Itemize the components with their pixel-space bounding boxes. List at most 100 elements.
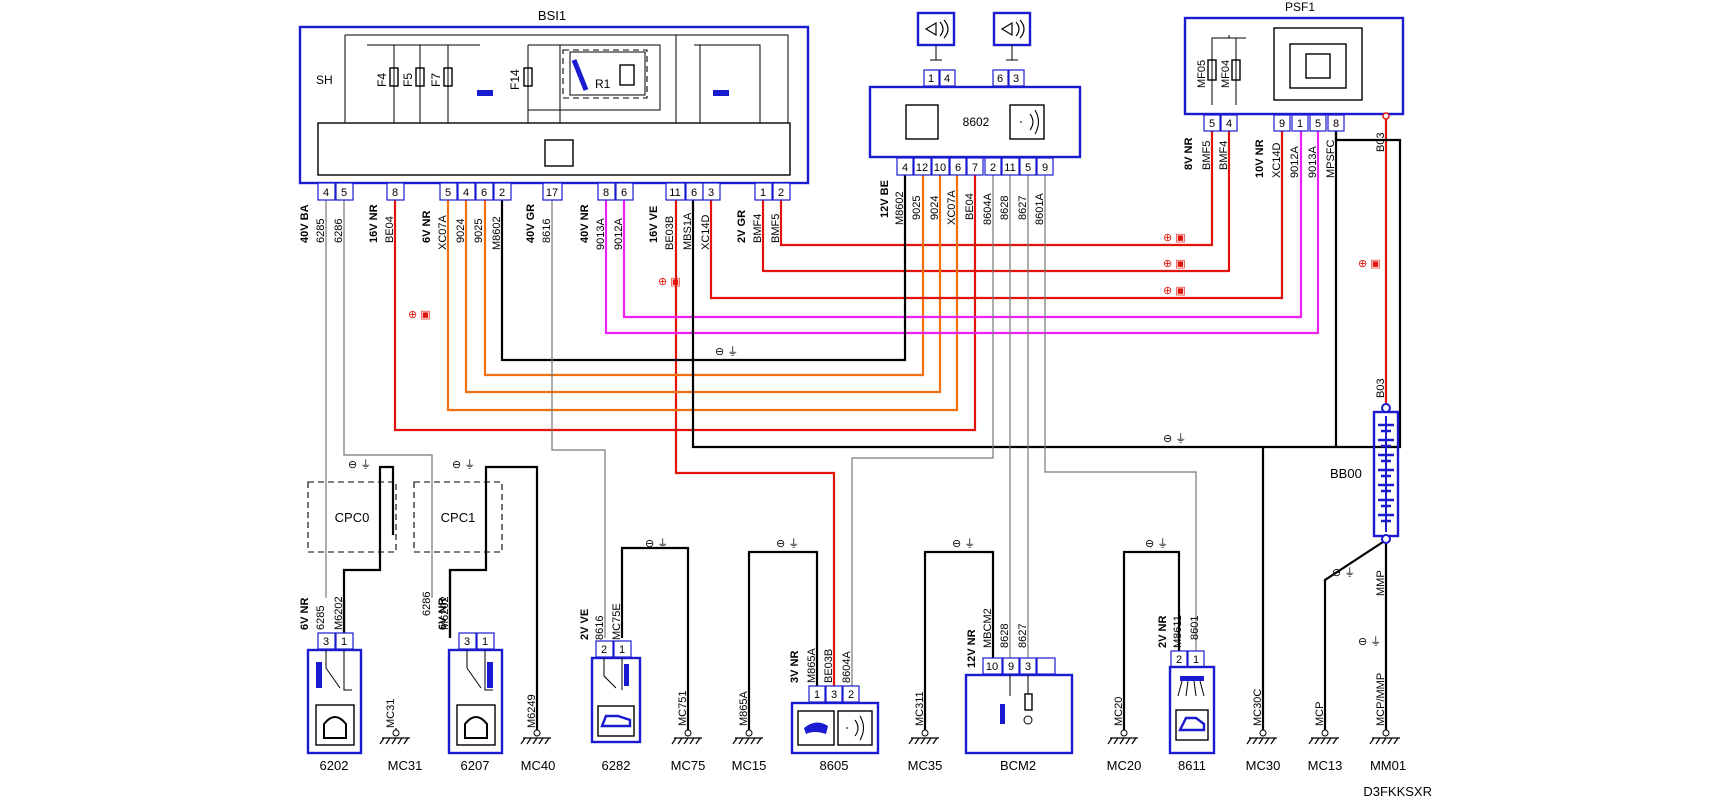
mmp-label: MMP [1375,570,1387,596]
wire-9013a [604,125,1320,335]
svg-text:1: 1 [1193,654,1199,666]
minus-ground-symbols: ⊖ ⏚ ⊖ ⏚ ⊖ ⏚ ⊖ ⏚ ⊖ ⏚ ⊖ ⏚ ⊖ ⏚ ⊖ ⏚ ⊖ ⏚ ⊖ ⏚ [348,345,1381,648]
svg-text:1: 1 [1297,118,1303,130]
svg-text:12: 12 [916,162,928,174]
svg-text:9013A: 9013A [595,218,607,250]
svg-text:3: 3 [464,636,470,648]
wire-xc07a [446,175,959,412]
svg-text:16V VE: 16V VE [648,206,660,243]
svg-text:8627: 8627 [1017,624,1029,648]
battery-name: BB00 [1330,466,1362,481]
svg-text:MC75: MC75 [671,758,706,773]
unit-8602-wire-labels: 12V BE M8602 9025 9024 XC07A BE04 8604A … [879,180,1046,225]
svg-text:MCP/MMP: MCP/MMP [1375,673,1387,726]
svg-text:4: 4 [1226,118,1232,130]
bsi-f7: F7 [429,73,443,87]
svg-text:MC30C: MC30C [1252,689,1264,726]
svg-text:8616: 8616 [541,219,553,243]
svg-text:⊕ ▣: ⊕ ▣ [1163,285,1186,297]
bsi-f4: F4 [375,73,389,87]
svg-text:MC40: MC40 [521,758,556,773]
svg-text:M8602: M8602 [894,191,906,225]
wire-be04 [393,175,977,432]
svg-text:⊕ ▣: ⊕ ▣ [1163,258,1186,270]
component-6207: 6V NR 6286 6286 M6202 3 1 6207 [421,592,504,773]
svg-text:8601: 8601 [1189,616,1201,640]
wire-m6249 [448,465,539,735]
unit-8602-name: 8602 [963,115,990,129]
svg-text:⊖ ⏚: ⊖ ⏚ [348,458,371,471]
svg-text:M865A: M865A [806,647,818,683]
svg-text:3: 3 [1013,73,1019,85]
svg-text:2: 2 [778,187,784,199]
svg-text:4: 4 [944,73,950,85]
svg-text:⊕ ▣: ⊕ ▣ [658,276,681,288]
svg-text:1: 1 [928,73,934,85]
svg-text:6285: 6285 [315,219,327,243]
svg-text:5: 5 [341,187,347,199]
svg-text:8601A: 8601A [1034,193,1046,225]
svg-text:2V GR: 2V GR [736,210,748,243]
wire-9012a [622,125,1303,319]
svg-text:6V NR: 6V NR [299,598,311,630]
svg-text:BMF4: BMF4 [1218,141,1230,170]
svg-text:XC07A: XC07A [437,214,449,250]
svg-text:2: 2 [1176,654,1182,666]
bsi-module: BSI1 SH F4 F5 F7 F14 R1 4 5 8 5 4 6 2 [298,8,810,201]
psf-wire-labels: 8V NR BMF5 BMF4 10V NR XC14D 9012A 9013A… [1183,132,1387,178]
svg-text:BE03B: BE03B [823,649,835,683]
svg-text:16V NR: 16V NR [368,204,380,243]
svg-text:⊖ ⏚: ⊖ ⏚ [645,537,668,550]
svg-text:MC31: MC31 [388,758,423,773]
unit-8602-pins: 4 12 10 6 7 2 11 5 9 [896,157,1054,176]
svg-text:8V NR: 8V NR [1183,138,1195,170]
svg-text:12V BE: 12V BE [879,180,891,218]
svg-text:5: 5 [1315,118,1321,130]
svg-text:6V NR: 6V NR [421,211,433,243]
svg-text:10: 10 [986,661,998,673]
bsi-name: BSI1 [538,8,566,23]
svg-text:B03: B03 [1375,132,1387,152]
svg-text:4: 4 [463,187,469,199]
wire-mc751 [620,546,690,735]
wire-9024 [464,175,942,394]
svg-text:MBCM2: MBCM2 [982,608,994,648]
svg-text:6286: 6286 [333,219,345,243]
cpc1: CPC1 [413,481,503,553]
svg-text:CPC0: CPC0 [335,510,370,525]
svg-text:⊖ ⏚: ⊖ ⏚ [776,537,799,550]
svg-text:⊖ ⏚: ⊖ ⏚ [1332,566,1355,579]
svg-text:2: 2 [990,162,996,174]
cpc0: CPC0 [307,481,397,553]
svg-text:5: 5 [1209,118,1215,130]
svg-text:⊕ ▣: ⊕ ▣ [408,309,431,321]
svg-text:MC20: MC20 [1107,758,1142,773]
psf-pins: 5 4 9 1 5 8 [1203,114,1345,132]
svg-text:9013A: 9013A [1307,146,1319,178]
bsi-r1: R1 [595,77,611,91]
svg-text:6282: 6282 [602,758,631,773]
wire-bmf5 [779,125,1214,247]
wire-6286 [343,195,433,598]
svg-text:M8602: M8602 [491,216,503,250]
svg-text:⊖ ⏚: ⊖ ⏚ [715,345,738,358]
svg-text:⊖ ⏚: ⊖ ⏚ [952,537,975,550]
svg-text:2: 2 [848,689,854,701]
plus-battery-symbols: ⊕ ▣ ⊕ ▣ ⊕ ▣ ⊕ ▣ ⊕ ▣ ⊕ ▣ [408,232,1381,321]
svg-text:8616: 8616 [594,616,606,640]
svg-text:MC311: MC311 [914,691,926,726]
wire-8604a [851,175,994,703]
svg-text:1: 1 [341,636,347,648]
svg-text:3V NR: 3V NR [789,651,801,683]
svg-text:8: 8 [603,187,609,199]
unit-8602: 8602 4 12 10 6 7 2 11 5 9 [868,85,1082,176]
svg-text:BE03B: BE03B [664,216,676,250]
svg-text:⊖ ⏚: ⊖ ⏚ [452,458,475,471]
bsi-pins: 4 5 8 5 4 6 2 17 8 6 11 6 3 1 2 [317,182,791,201]
svg-text:40V GR: 40V GR [525,204,537,243]
svg-text:⊖ ⏚: ⊖ ⏚ [1163,432,1186,445]
svg-text:9025: 9025 [473,219,485,243]
wire-mbcm2 [923,550,995,735]
svg-text:6: 6 [691,187,697,199]
bsi-fuses [389,59,729,96]
